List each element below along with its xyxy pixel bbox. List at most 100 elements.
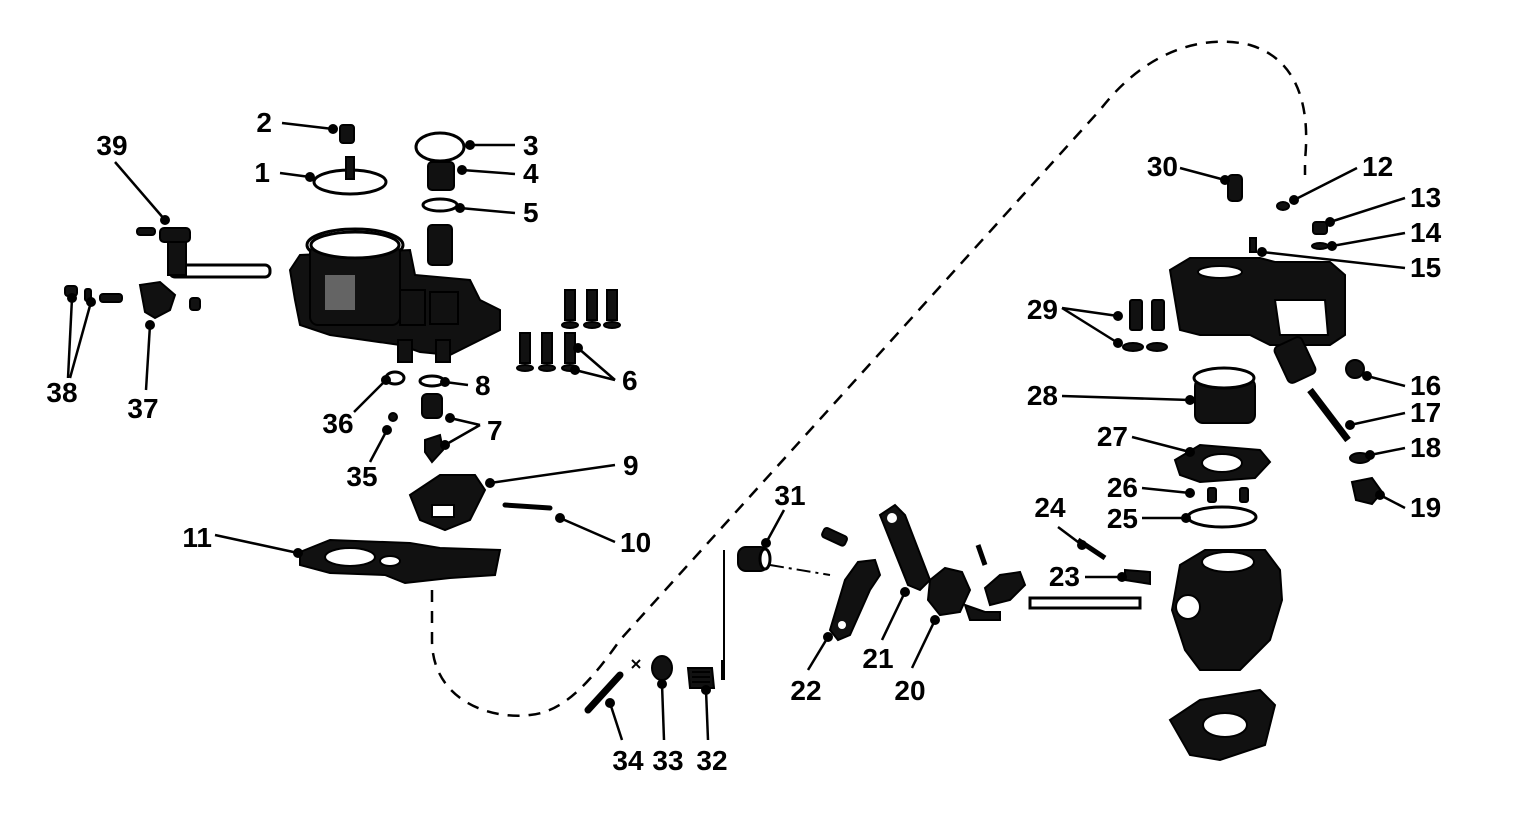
leader-dot-26: [1185, 488, 1195, 498]
callout-13: 13: [1325, 182, 1441, 227]
leader-line-4: [461, 168, 516, 176]
callout-number-12: 12: [1362, 151, 1393, 182]
callout-31: 31: [761, 480, 806, 548]
screws-26b-part: [1239, 487, 1249, 503]
leader-line-39: [114, 161, 166, 221]
leader-dot-33: [657, 679, 667, 689]
leader-dot-8: [440, 377, 450, 387]
leader-dot-37: [145, 320, 155, 330]
leader-dot-38: [67, 293, 77, 303]
leader-dot-25: [1181, 513, 1191, 523]
callout-number-20: 20: [894, 675, 925, 706]
leader-dot-28: [1185, 395, 1195, 405]
flange-gasket: [1168, 688, 1277, 762]
callout-number-27: 27: [1097, 421, 1128, 452]
callout-number-26: 26: [1107, 472, 1138, 503]
choke-plate: [312, 156, 388, 196]
leader-dot-19: [1375, 490, 1385, 500]
leader-line-28: [1061, 394, 1191, 402]
leader-dot-2: [328, 124, 338, 134]
callout-35: 35: [346, 425, 392, 492]
pump-cylinder-28: [1192, 366, 1256, 424]
leader-dot-36: [381, 375, 391, 385]
callout-6: 6: [570, 343, 638, 396]
callout-26: 26: [1107, 472, 1195, 503]
leader-dot-35: [382, 425, 392, 435]
leader-dot-30: [1220, 175, 1230, 185]
callout-10: 10: [555, 513, 651, 558]
callout-15: 15: [1257, 247, 1441, 283]
leader-dot-27: [1185, 447, 1195, 457]
leader-line-16: [1366, 374, 1406, 388]
callout-14: 14: [1327, 217, 1442, 251]
callout-19: 19: [1375, 490, 1441, 523]
leader-line-20: [910, 619, 937, 669]
leader-line-31: [764, 509, 786, 544]
callout-21: 21: [862, 587, 910, 674]
plate-25-part: [1186, 505, 1258, 529]
callout-number-25: 25: [1107, 503, 1138, 534]
screw-2-part: [339, 124, 355, 144]
callout-number-24: 24: [1034, 492, 1066, 523]
leader-dot-13: [1325, 217, 1335, 227]
leader-dot-24: [1077, 540, 1087, 550]
leader-dot-22: [823, 632, 833, 642]
leader-dot-7: [445, 413, 455, 423]
leader-dot-34: [605, 698, 615, 708]
assembly-dashed-path: [430, 40, 1308, 717]
callout-number-10: 10: [620, 527, 651, 558]
leader-line-7: [444, 423, 481, 447]
leader-line-9: [489, 463, 616, 485]
callout-number-11: 11: [182, 522, 212, 553]
leader-dot-29: [1113, 338, 1123, 348]
callout-number-39: 39: [96, 130, 127, 161]
leader-line-6: [574, 368, 616, 382]
leader-line-1: [279, 171, 311, 179]
washer-14-part: [1311, 242, 1329, 250]
callout-2: 2: [256, 107, 338, 138]
callout-29: 29: [1027, 294, 1123, 348]
leader-dot-21: [900, 587, 910, 597]
leader-line-21: [880, 591, 907, 641]
leader-dot-16: [1362, 371, 1372, 381]
callout-number-22: 22: [790, 675, 821, 706]
callout-number-28: 28: [1027, 380, 1058, 411]
callout-22: 22: [790, 632, 833, 706]
leader-line-36: [353, 379, 387, 413]
callout-11: 11: [182, 522, 303, 558]
plug-13-part: [1312, 221, 1328, 235]
callout-39: 39: [96, 130, 170, 225]
screw-30-part: [1227, 174, 1243, 202]
leader-dot-20: [930, 615, 940, 625]
plug-12-part: [1276, 201, 1290, 211]
leader-dot-39: [160, 215, 170, 225]
callout-23: 23: [1049, 561, 1127, 592]
gasket-27: [1173, 443, 1272, 484]
leader-dot-12: [1289, 195, 1299, 205]
leader-dot-7: [440, 440, 450, 450]
leader-dot-15: [1257, 247, 1267, 257]
float-pin-10: [502, 502, 553, 511]
pin-15-part: [1249, 237, 1257, 253]
leader-dot-10: [555, 513, 565, 523]
callout-12: 12: [1289, 151, 1393, 205]
leader-dot-1: [305, 172, 315, 182]
callout-7: 7: [440, 413, 503, 450]
leader-dot-3: [465, 140, 475, 150]
leader-line-10: [559, 516, 616, 544]
callout-number-38: 38: [46, 377, 77, 408]
linkage-parts: [584, 503, 1151, 714]
callout-28: 28: [1027, 380, 1195, 411]
callout-38: 38: [46, 293, 96, 408]
leader-line-13: [1329, 196, 1406, 224]
leader-dot-6: [570, 365, 580, 375]
leader-line-34: [608, 702, 624, 741]
callout-number-14: 14: [1410, 217, 1442, 248]
callout-number-30: 30: [1147, 151, 1178, 182]
callout-3: 3: [465, 130, 539, 161]
needle-valve-7: [421, 393, 445, 464]
callout-30: 30: [1147, 151, 1230, 185]
leader-dot-9: [485, 478, 495, 488]
leader-line-11: [214, 533, 299, 555]
